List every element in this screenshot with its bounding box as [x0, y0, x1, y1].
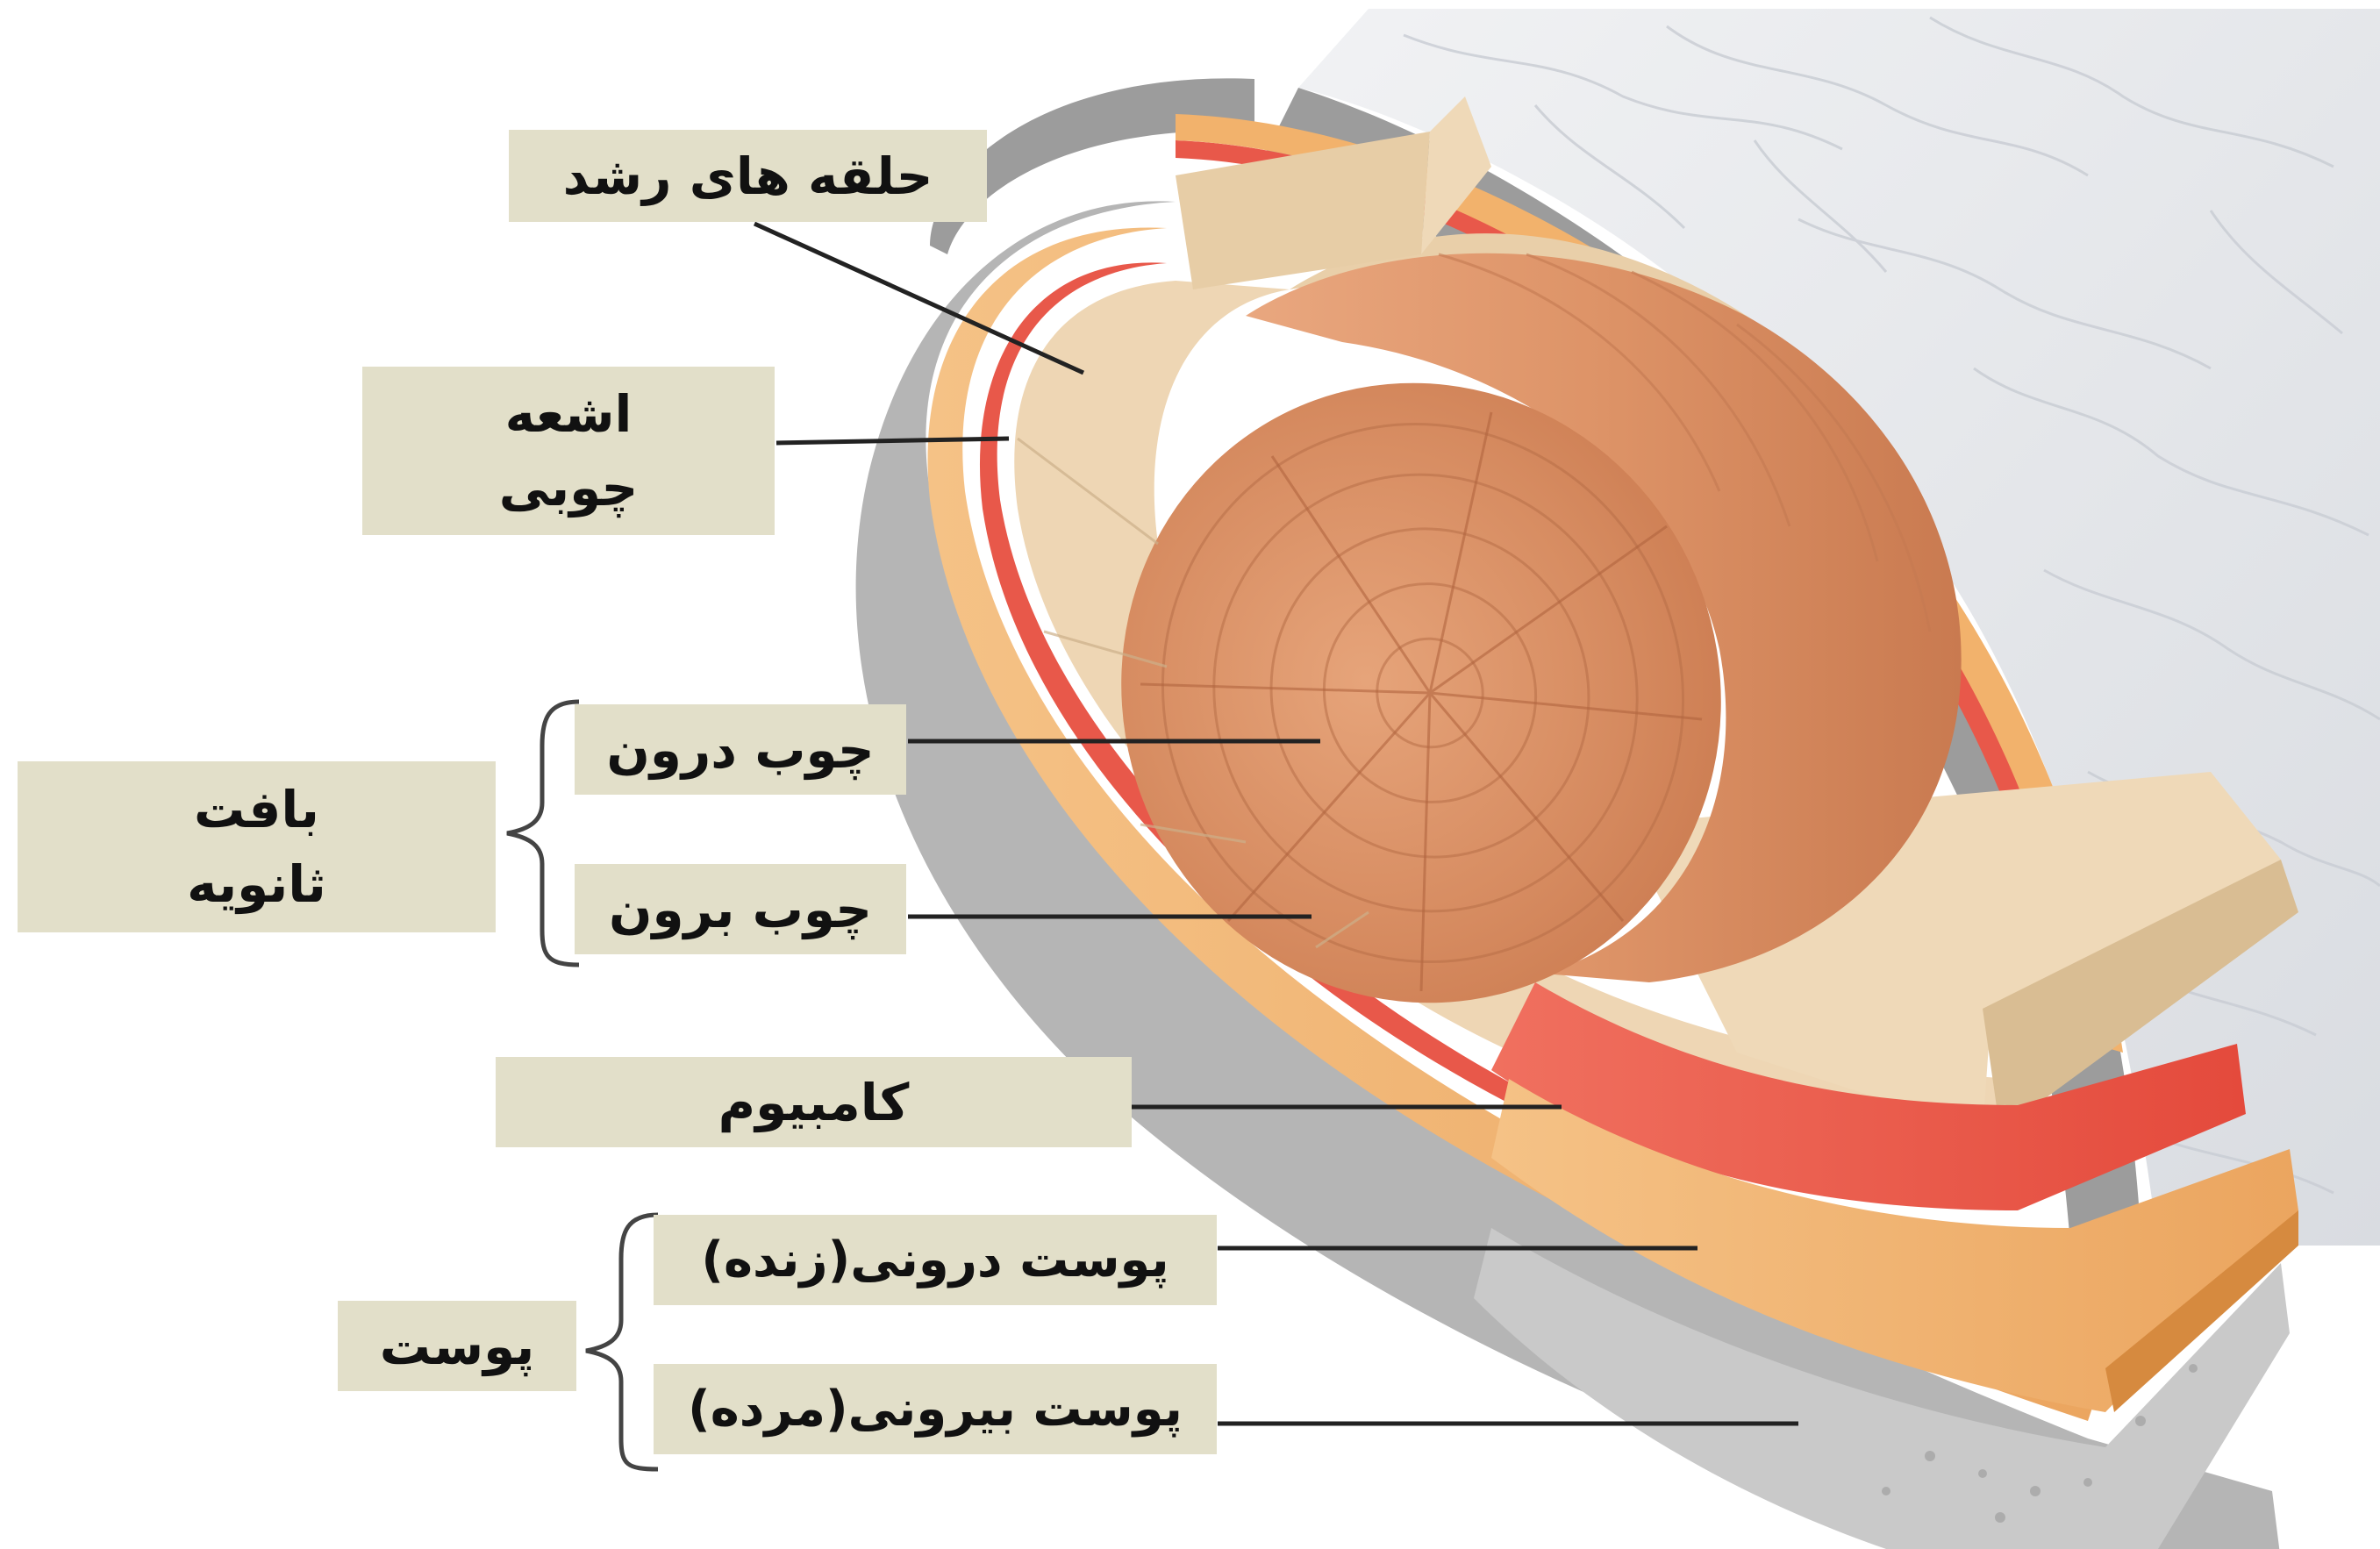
- label-sapwood-text: چوب برون: [609, 880, 872, 939]
- label-inner-bark: پوست درونی(زنده): [654, 1215, 1217, 1305]
- label-sapwood: چوب برون: [575, 864, 906, 954]
- label-inner-bark-text: پوست درونی(زنده): [701, 1231, 1169, 1288]
- leader-wood-rays: [776, 439, 1009, 443]
- label-growth-rings-text: حلقه های رشد: [563, 146, 933, 206]
- label-wood-rays: اشعه چوبی: [362, 367, 775, 535]
- label-wood-rays-line1: اشعه: [505, 377, 633, 451]
- brace-secondary-tissue: [507, 702, 579, 965]
- label-cambium-text: کامبیوم: [718, 1073, 910, 1132]
- label-secondary-tissue-line2: ثانویه: [187, 847, 326, 921]
- label-outer-bark-text: پوست بیرونی(مرده): [688, 1381, 1183, 1438]
- label-wood-rays-line2: چوبی: [499, 451, 639, 525]
- label-secondary-tissue-line1: بافت: [194, 773, 319, 846]
- label-bark-text: پوست: [380, 1317, 535, 1376]
- label-secondary-tissue: بافت ثانویه: [18, 761, 496, 932]
- label-heartwood-text: چوب درون: [606, 720, 874, 780]
- label-bark: پوست: [338, 1301, 576, 1391]
- label-cambium: کامبیوم: [496, 1057, 1132, 1147]
- label-heartwood: چوب درون: [575, 704, 906, 795]
- brace-bark: [586, 1215, 658, 1469]
- label-growth-rings: حلقه های رشد: [509, 130, 987, 222]
- label-outer-bark: پوست بیرونی(مرده): [654, 1364, 1217, 1454]
